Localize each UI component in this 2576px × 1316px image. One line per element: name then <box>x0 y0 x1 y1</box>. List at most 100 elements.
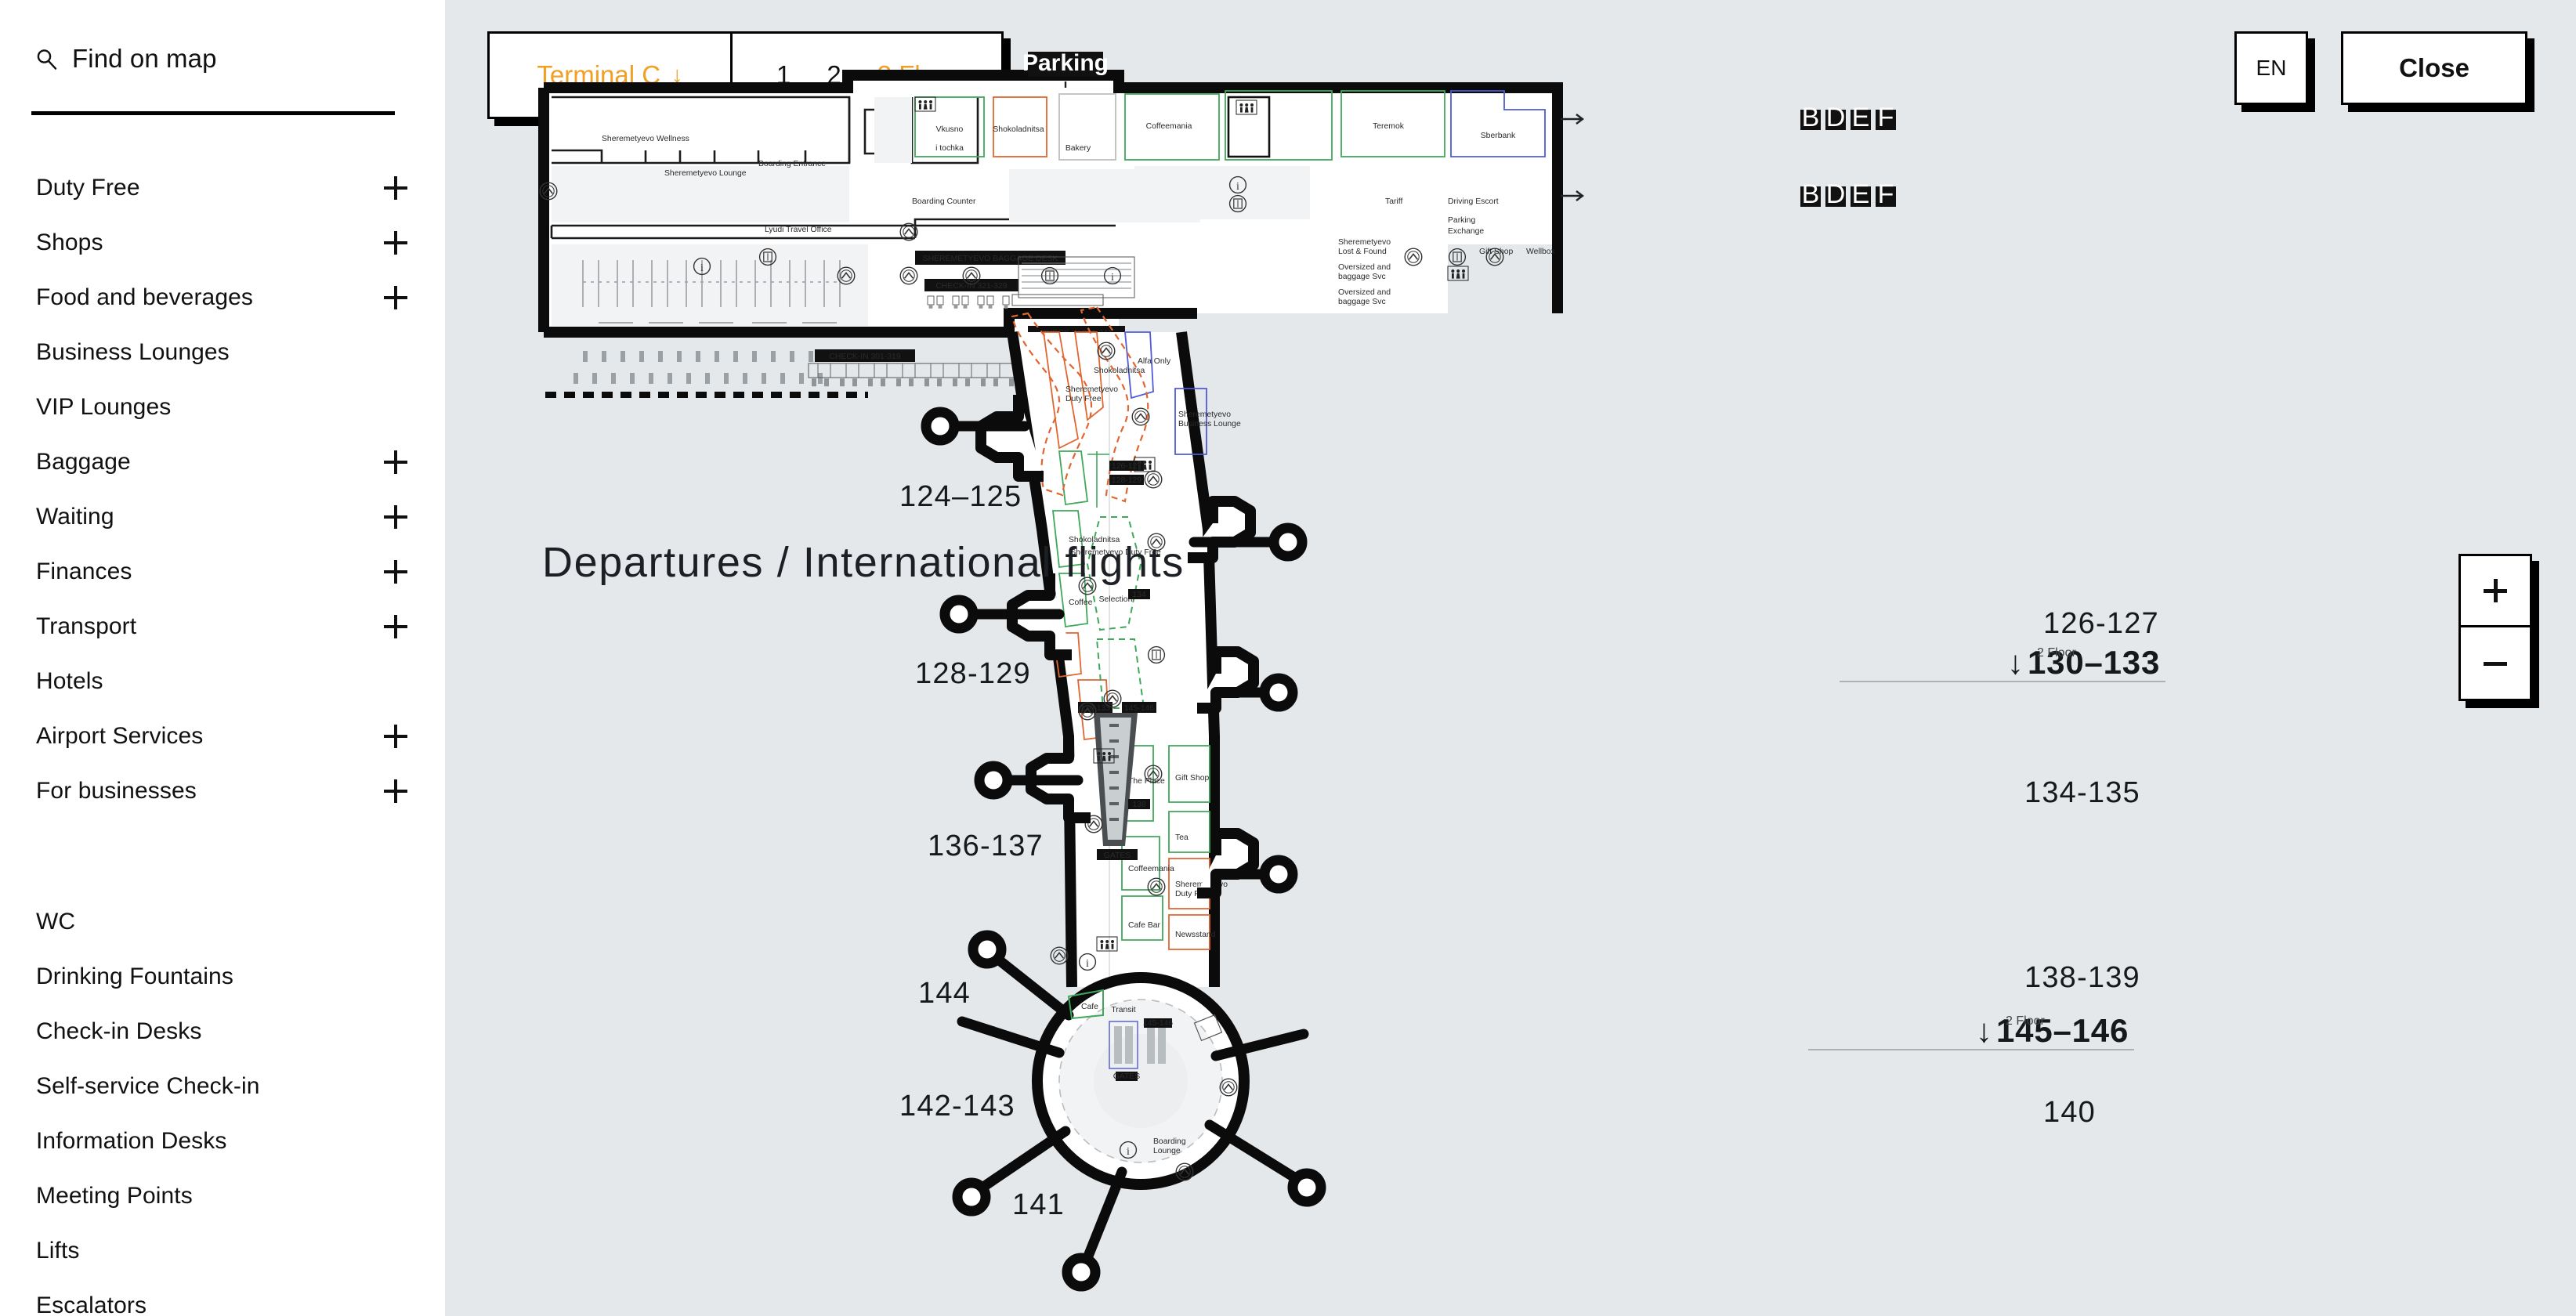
svg-text:CHECK-IN 301-319: CHECK-IN 301-319 <box>829 352 900 361</box>
sidebar-item-baggage[interactable]: Baggage <box>0 435 445 490</box>
svg-text:Lyudi Travel Office: Lyudi Travel Office <box>765 226 832 234</box>
gate-label-text: 141 <box>1012 1188 1065 1221</box>
svg-text:baggage Svc: baggage Svc <box>1338 298 1386 306</box>
sidebar-item-finances[interactable]: Finances <box>0 544 445 599</box>
svg-text:Transit: Transit <box>1111 1006 1135 1014</box>
svg-text:SHEREMETYEVO BAGGAGE DESK: SHEREMETYEVO BAGGAGE DESK <box>923 255 1058 263</box>
sidebar-item-airport-services[interactable]: Airport Services <box>0 709 445 764</box>
svg-text:Lost & Found: Lost & Found <box>1338 248 1387 256</box>
svg-text:145-146: 145-146 <box>1124 704 1154 713</box>
gate-label-134-135: 134-135 <box>2024 776 2140 809</box>
zoom-in-button[interactable] <box>2461 556 2530 627</box>
expand-plus-icon[interactable] <box>384 615 407 638</box>
floor-option-2[interactable]: 2 <box>827 60 841 89</box>
search-icon <box>37 49 57 70</box>
gate-label-124-125: 124–125 <box>899 480 1022 513</box>
language-button[interactable]: EN <box>2234 31 2308 105</box>
svg-text:GATES: GATES <box>1104 851 1131 860</box>
sidebar-item-check-in-desks[interactable]: Check-in Desks <box>0 1004 445 1059</box>
terminal-badge-group-top[interactable]: B D E F <box>1800 103 1896 132</box>
expand-plus-icon[interactable] <box>384 231 407 255</box>
terminal-floorplan[interactable]: i <box>445 0 2576 1316</box>
gate-label-140: 140 <box>2043 1096 2096 1129</box>
sidebar-item-food-and-beverages[interactable]: Food and beverages <box>0 270 445 325</box>
gate-label-text: 124–125 <box>899 480 1022 513</box>
terminal-connector-arrows <box>1561 114 1584 201</box>
svg-text:126-127: 126-127 <box>1112 462 1141 471</box>
sidebar-item-business-lounges[interactable]: Business Lounges <box>0 325 445 380</box>
sidebar-item-label: Shops <box>36 230 103 255</box>
close-button-label: Close <box>2399 53 2469 82</box>
map-area-label: Departures / International flights <box>542 539 1185 586</box>
sidebar-item-label: Baggage <box>36 449 131 475</box>
sidebar-item-escalators[interactable]: Escalators <box>0 1278 445 1316</box>
expand-plus-icon[interactable] <box>384 725 407 748</box>
gate-label-136-137: 136-137 <box>928 830 1044 862</box>
sidebar-item-label: Duty Free <box>36 175 140 201</box>
svg-text:Newsstand: Newsstand <box>1175 931 1216 939</box>
sidebar-item-vip-lounges[interactable]: VIP Lounges <box>0 380 445 435</box>
sidebar-item-wc[interactable]: WC <box>0 895 445 949</box>
interior-partitions-level-a <box>550 96 1116 240</box>
rotunda-interior: 145-146 GATES Transit Boarding Lounge <box>1109 1006 1238 1181</box>
sidebar-item-transport[interactable]: Transport <box>0 599 445 654</box>
sidebar-item-lifts[interactable]: Lifts <box>0 1224 445 1278</box>
svg-text:Sheremetyevo: Sheremetyevo <box>1338 238 1391 247</box>
sidebar-item-label: Finances <box>36 559 132 584</box>
expand-plus-icon[interactable] <box>384 505 407 529</box>
svg-text:134: 134 <box>1132 591 1146 599</box>
svg-text:Sheremetyevo: Sheremetyevo <box>1178 410 1231 419</box>
arrow-down-icon: ↓ <box>1976 1012 1993 1049</box>
plus-icon <box>2484 579 2507 602</box>
retail-text-spine: Sheremetyevo Duty Free Shokoladnitsa Alf… <box>1065 357 1241 939</box>
duty-free-zone <box>1011 306 1149 709</box>
duty-free-island-labels: Sheremetyevo Duty Free Selection <box>1070 548 1161 604</box>
sidebar-item-waiting[interactable]: Waiting <box>0 490 445 544</box>
svg-text:Boarding Counter: Boarding Counter <box>912 197 976 206</box>
gate-label-text: 144 <box>918 977 971 1010</box>
expand-plus-icon[interactable] <box>384 779 407 803</box>
map-canvas[interactable]: i <box>445 0 2576 1316</box>
gate-label-text: 140 <box>2043 1096 2096 1129</box>
search-field[interactable]: Find on map <box>34 38 398 80</box>
svg-text:Shokoladnitsa: Shokoladnitsa <box>993 125 1044 134</box>
sidebar-item-drinking-fountains[interactable]: Drinking Fountains <box>0 949 445 1004</box>
gate-label-126-127: 126-127 <box>2043 607 2159 640</box>
sidebar-item-shops[interactable]: Shops <box>0 215 445 270</box>
sidebar-item-label: Hotels <box>36 668 103 694</box>
seating-area-lower-left <box>573 351 832 384</box>
sidebar-item-duty-free[interactable]: Duty Free <box>0 161 445 215</box>
terminal-badge-b-top: B <box>1800 103 1821 132</box>
gate-plaques-spine: 126-127 128-129 134 138 <box>1109 461 1150 809</box>
expand-plus-icon[interactable] <box>384 176 407 200</box>
terminal-badge-group-bottom[interactable]: B D E F <box>1800 179 1896 209</box>
close-button[interactable]: Close <box>2341 31 2527 105</box>
gate-label-text: 136-137 <box>928 830 1044 862</box>
gate-label-text: 138-139 <box>2024 961 2140 994</box>
sidebar-item-self-service-check-in[interactable]: Self-service Check-in <box>0 1059 445 1114</box>
sidebar-item-hotels[interactable]: Hotels <box>0 654 445 709</box>
sidebar-item-meeting-points[interactable]: Meeting Points <box>0 1169 445 1224</box>
zoom-out-button[interactable] <box>2461 627 2530 699</box>
svg-text:F: F <box>1878 179 1894 209</box>
expand-plus-icon[interactable] <box>384 286 407 309</box>
svg-text:Coffeemania: Coffeemania <box>1146 122 1192 131</box>
sidebar-item-label: Lifts <box>36 1238 80 1264</box>
expand-plus-icon[interactable] <box>384 450 407 474</box>
sidebar-item-for-businesses[interactable]: For businesses <box>0 764 445 819</box>
floor-option-1[interactable]: 1 <box>776 60 791 89</box>
svg-text:Gift Shop: Gift Shop <box>1175 774 1210 783</box>
gate-label-text: 126-127 <box>2043 607 2159 640</box>
interior-zone-fills <box>552 97 1310 326</box>
expand-plus-icon[interactable] <box>384 560 407 584</box>
terminal-badge-d-top: D <box>1825 103 1846 132</box>
sidebar-item-information-desks[interactable]: Information Desks <box>0 1114 445 1169</box>
terminal-badge-e-top: E <box>1851 103 1871 132</box>
sidebar-item-label: VIP Lounges <box>36 394 172 420</box>
gate-label-text: 142-143 <box>899 1090 1015 1123</box>
gate-label-text: 134-135 <box>2024 776 2140 809</box>
